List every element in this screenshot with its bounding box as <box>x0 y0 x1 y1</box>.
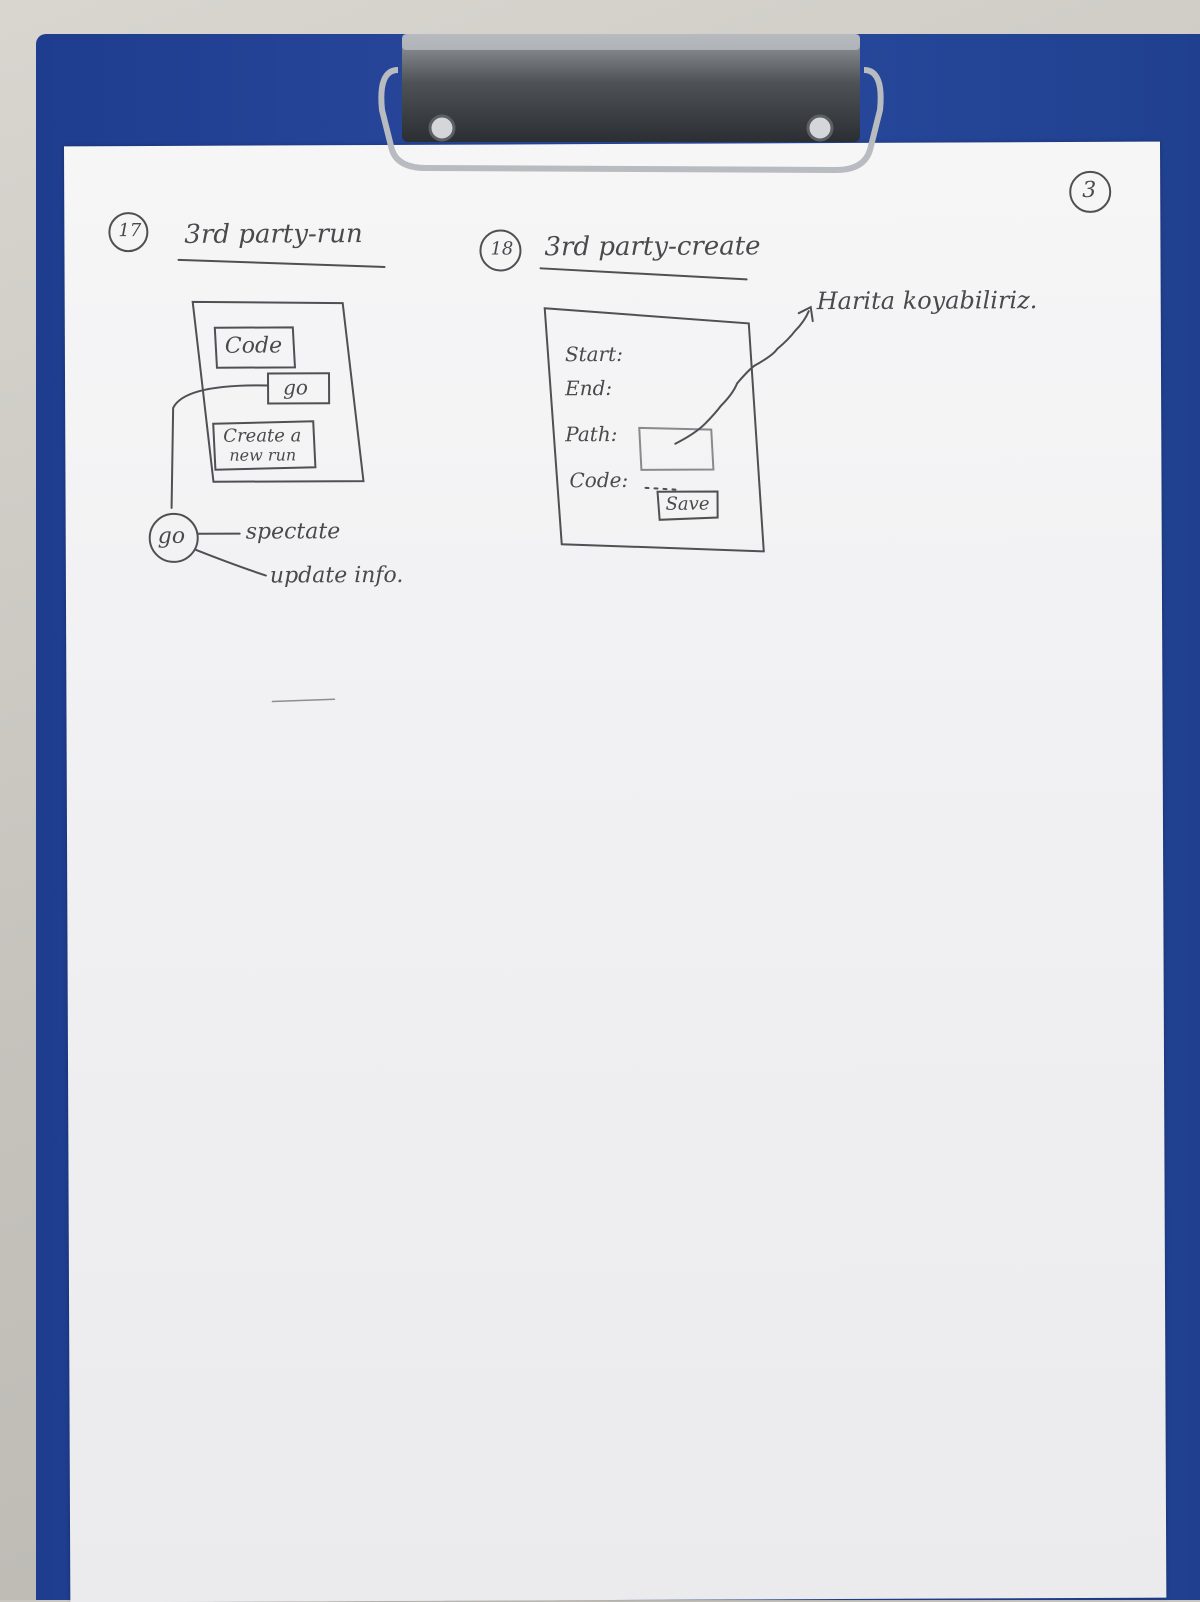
clip-plate <box>402 34 860 142</box>
screen-17-go-button: go <box>283 377 308 397</box>
screen-18-save-button: Save <box>666 496 710 514</box>
screen-17-action-update: update info. <box>270 565 404 588</box>
screen-18-wavy-arrow <box>675 311 810 444</box>
screen-18-title: 3rd party-create <box>544 233 760 260</box>
clip-rivet-left <box>430 116 454 140</box>
screen-17-callout-label: go <box>158 526 185 548</box>
screen-17-title-underline <box>179 259 385 268</box>
screen-18-field-start: Start: <box>565 344 623 364</box>
screen-18-field-end: End: <box>565 378 612 398</box>
screen-18-code-dots <box>646 488 678 490</box>
clip-highlight <box>402 34 860 50</box>
screen-18-field-code: Code: <box>569 470 628 490</box>
screen-18-field-path: Path: <box>565 424 617 444</box>
screen-18-note: Harita koyabiliriz. <box>817 288 1038 313</box>
sketch-paper: 3 17 3rd party-run Code go Create a new … <box>64 142 1166 1602</box>
screen-17-number: 17 <box>118 222 141 240</box>
screen-18-title-underline <box>541 267 747 280</box>
screen-18-number: 18 <box>490 240 513 258</box>
screen-17-update-branch <box>196 550 266 576</box>
page-number: 3 <box>1082 180 1096 202</box>
screen-17-code-button: Code <box>225 335 282 357</box>
screen-17-title: 3rd party-run <box>184 221 362 248</box>
screen-17-create-line1: Create a <box>223 427 301 445</box>
clip-rivet-right <box>808 116 832 140</box>
metal-clip <box>376 30 886 180</box>
screen-17-create-line2: new run <box>229 447 296 463</box>
screen-17-action-spectate: spectate <box>246 521 341 543</box>
screen-18-path-box <box>639 428 713 470</box>
stray-mark <box>272 699 334 701</box>
